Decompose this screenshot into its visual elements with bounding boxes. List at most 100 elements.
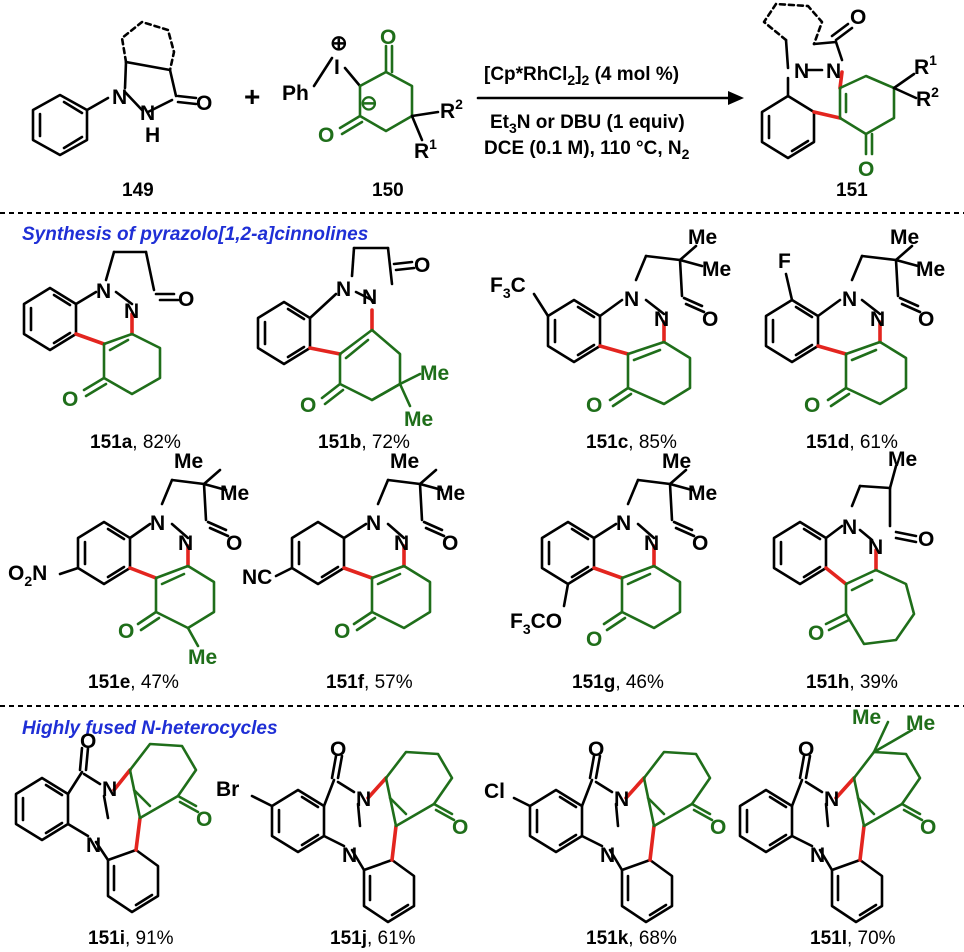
atom-n: N — [336, 278, 351, 301]
atom-n: N — [870, 308, 885, 331]
yield-label-151j: 151j, 61% — [330, 928, 416, 949]
atom-o: O — [920, 816, 936, 839]
structure-151b — [256, 246, 422, 408]
atom-o: O — [710, 816, 726, 839]
substituent-me: Me — [220, 482, 249, 505]
substituent-cf3: F3C — [490, 274, 526, 301]
structure-151e — [58, 468, 230, 648]
atom-n: N — [394, 532, 409, 555]
plus-sign: + — [244, 81, 260, 112]
atom-o: O — [196, 92, 212, 115]
compound-label-151: 151 — [836, 180, 868, 201]
atom-o: O — [442, 532, 458, 555]
substituent-me: Me — [916, 258, 945, 281]
atom-o: O — [226, 532, 242, 555]
atom-n: N — [842, 516, 857, 539]
atom-o: O — [804, 394, 820, 417]
structure-151l — [738, 720, 924, 924]
atom-o: O — [808, 622, 824, 645]
structure-151k — [512, 750, 714, 924]
atom-o: O — [318, 124, 334, 147]
structure-151d — [764, 244, 922, 408]
yield-label-151d: 151d, 61% — [806, 432, 898, 453]
atom-n: N — [356, 788, 371, 811]
structure-151f — [274, 468, 446, 632]
yield-label-151a: 151a, 82% — [90, 432, 181, 453]
structure-151j — [250, 750, 456, 924]
atom-n: N — [794, 60, 809, 83]
substituent-me: Me — [188, 646, 217, 669]
yield-label-151h: 151h, 39% — [806, 672, 898, 693]
structure-151a — [22, 250, 180, 398]
atom-n: N — [342, 844, 357, 867]
substituent-me: Me — [688, 226, 717, 249]
atom-o: O — [80, 730, 96, 753]
atom-n: N — [150, 512, 165, 535]
substituent-no2: O2N — [8, 562, 47, 589]
substituent-f: F — [778, 250, 791, 273]
substituent-me: Me — [688, 482, 717, 505]
substituent-me: Me — [702, 258, 731, 281]
atom-o: O — [586, 394, 602, 417]
substituent-me: Me — [852, 706, 881, 729]
reactant-149-structure — [31, 20, 198, 157]
yield-label-151k: 151k, 68% — [586, 928, 677, 949]
atom-n: N — [600, 844, 615, 867]
atom-n: N — [124, 300, 139, 323]
atom-n: N — [366, 512, 381, 535]
yield-label-151c: 151c, 85% — [586, 432, 677, 453]
substituent-me: Me — [890, 226, 919, 249]
substituent-r2: R2 — [916, 84, 939, 111]
structure-151g — [540, 468, 696, 632]
atom-n: N — [644, 532, 659, 555]
atom-n: N — [96, 280, 111, 303]
atom-n: N — [614, 788, 629, 811]
condition-base: Et3N or DBU (1 equiv) — [490, 112, 685, 136]
atom-o: O — [178, 288, 194, 311]
structure-151c — [532, 244, 706, 408]
substituent-ocf3: F3CO — [510, 610, 562, 637]
atom-o: O — [452, 816, 468, 839]
atom-n: N — [616, 512, 631, 535]
atom-o: O — [118, 620, 134, 643]
yield-label-151i: 151i, 91% — [88, 928, 174, 949]
substituent-me: Me — [906, 712, 935, 735]
yield-label-151g: 151g, 46% — [572, 672, 664, 693]
substituent-me: Me — [404, 408, 433, 431]
atom-n: N — [842, 288, 857, 311]
atom-n: N — [178, 532, 193, 555]
atom-o: O — [334, 620, 350, 643]
atom-o: O — [850, 6, 866, 29]
atom-o: O — [858, 158, 874, 181]
positive-charge-icon: ⊕ — [330, 32, 348, 55]
atom-n: N — [826, 60, 841, 83]
condition-solvent: DCE (0.1 M), 110 °C, N2 — [484, 138, 690, 162]
atom-n: N — [140, 102, 155, 125]
substituent-cl: Cl — [484, 780, 505, 803]
substituent-me: Me — [174, 450, 203, 473]
compound-label-150: 150 — [372, 180, 404, 201]
compound-label-149: 149 — [122, 180, 154, 201]
substituent-me: Me — [420, 362, 449, 385]
yield-label-151l: 151l, 70% — [810, 928, 896, 949]
substituent-me: Me — [888, 448, 917, 471]
section-title-highly-fused: Highly fused N-heterocycles — [22, 718, 278, 739]
atom-n: N — [810, 844, 825, 867]
substituent-me: Me — [662, 450, 691, 473]
atom-n: N — [362, 286, 377, 309]
atom-i: I — [334, 56, 340, 79]
atom-n: N — [868, 536, 883, 559]
atom-o: O — [588, 738, 604, 761]
atom-n: N — [86, 834, 101, 857]
atom-o: O — [692, 532, 708, 555]
atom-n: N — [112, 86, 127, 109]
atom-o: O — [798, 738, 814, 761]
reactant-150-structure — [312, 44, 440, 142]
reaction-arrow — [476, 91, 744, 105]
substituent-me: Me — [436, 482, 465, 505]
substituent-br: Br — [216, 778, 239, 801]
product-151-structure — [760, 2, 918, 160]
yield-label-151b: 151b, 72% — [318, 432, 410, 453]
yield-label-151e: 151e, 47% — [88, 672, 179, 693]
